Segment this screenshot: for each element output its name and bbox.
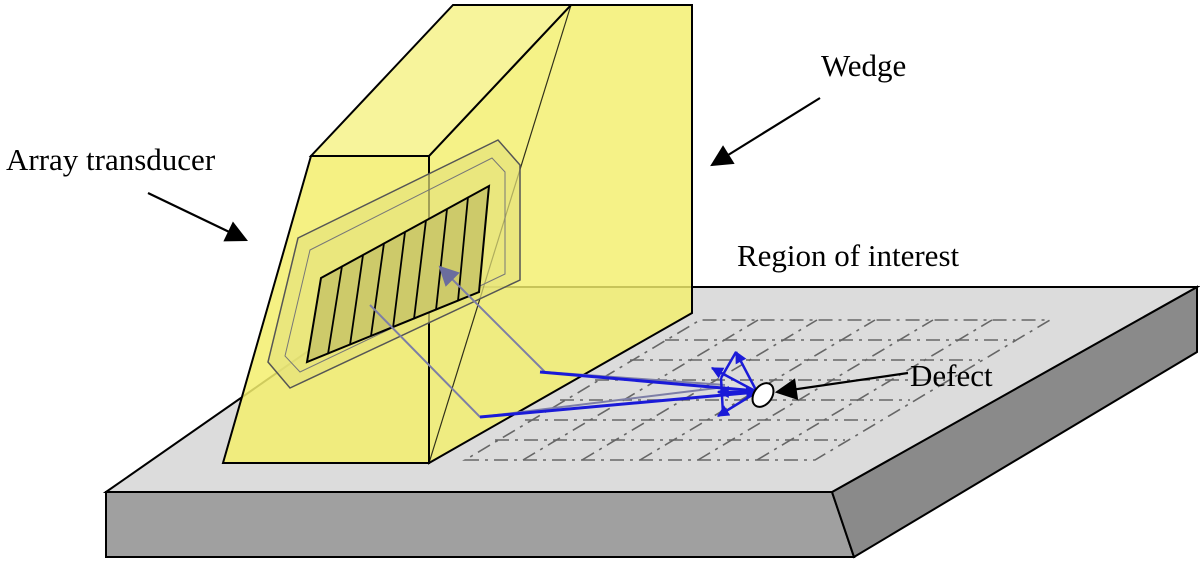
ultrasonic-rays [369, 265, 759, 419]
label-arrows [147, 97, 909, 401]
array-transducer-label: Array transducer [6, 142, 216, 177]
wedge-arrow [710, 97, 821, 167]
scattered-rays [710, 350, 759, 418]
array-transducer [267, 139, 521, 389]
wedge-label: Wedge [821, 48, 907, 83]
transducer-elements [305, 184, 491, 364]
defect-arrow [774, 371, 909, 401]
transducer-element-dividers [327, 196, 469, 355]
plate-front-face [105, 491, 856, 558]
region-of-interest-label: Region of interest [737, 238, 960, 273]
defect-ellipse [751, 382, 775, 408]
incident-ray-blue [479, 386, 759, 419]
defect-label: Defect [910, 358, 993, 393]
transducer-housing-inner [284, 157, 506, 373]
array-transducer-arrow [147, 192, 248, 242]
